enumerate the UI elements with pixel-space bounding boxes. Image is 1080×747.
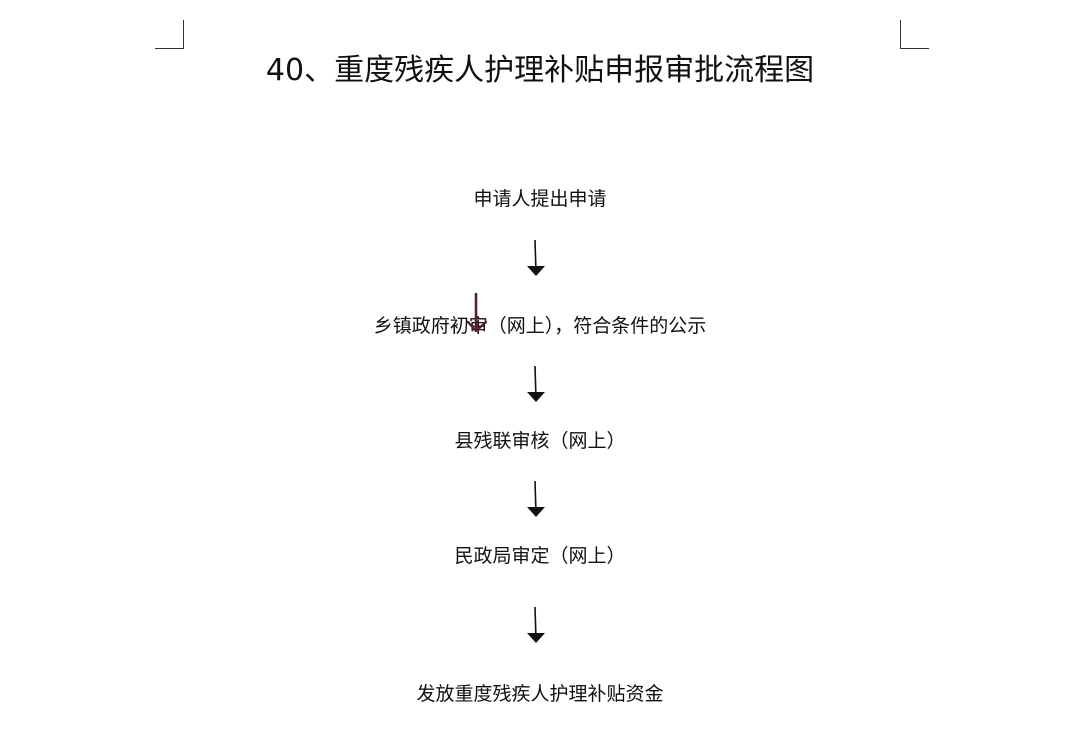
flow-step-apply: 申请人提出申请 [473,188,607,210]
page-title: 40、重度残疾人护理补贴申报审批流程图 [265,53,815,88]
flow-step-disburse-subsidy: 发放重度残疾人护理补贴资金 [416,683,664,705]
arrow-cursor-icon [462,292,492,336]
crop-mark-top-left [155,20,184,49]
flow-step-township-review: 乡镇政府初审（网上），符合条件的公示 [373,315,707,337]
flow-step-county-audit: 县残联审核（网上） [454,430,626,452]
arrow-down-icon [524,238,548,278]
arrow-down-icon [524,364,548,404]
arrow-down-icon [524,605,548,645]
arrow-down-icon [524,479,548,519]
crop-mark-top-right [900,20,929,49]
flow-step-civil-affairs-approval: 民政局审定（网上） [454,545,626,567]
